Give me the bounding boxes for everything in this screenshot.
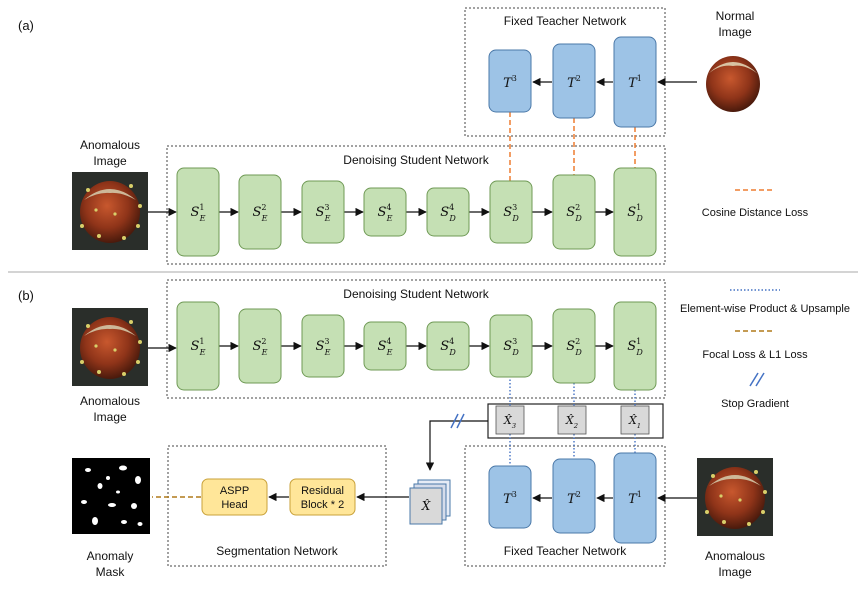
teacher-block-b-2: T2 bbox=[552, 458, 596, 534]
aspp-head-label: ASPP bbox=[220, 485, 249, 497]
teacher-network-box-b bbox=[464, 445, 666, 567]
residual-block-label: Residual bbox=[301, 485, 344, 497]
student-network-title-a: Denoising Student Network bbox=[343, 153, 489, 167]
xhat-block-1: X̂3 bbox=[495, 405, 525, 435]
teacher-block-b-3: T1 bbox=[613, 452, 657, 544]
teacher-network-title-a: Fixed Teacher Network bbox=[504, 14, 627, 28]
block-symbol: T2 bbox=[567, 490, 581, 507]
panel-a-label: (a) bbox=[18, 18, 34, 33]
teacher-block-a-3: T1 bbox=[613, 36, 657, 128]
anomalous-image-a bbox=[72, 172, 148, 250]
xhat-to-stack-arrow bbox=[425, 420, 488, 471]
block-symbol: T1 bbox=[628, 490, 642, 507]
legend-cosine-text: Cosine Distance Loss bbox=[702, 207, 809, 219]
anomalous-image-label-b-right-2: Image bbox=[718, 565, 752, 579]
panel-b-label: (b) bbox=[18, 288, 34, 303]
segmentation-network-box bbox=[167, 445, 387, 567]
xhat-block-2: X̂2 bbox=[557, 405, 587, 435]
anomalous-image-label-a: Anomalous bbox=[80, 138, 140, 152]
teacher-block-a-1: T3 bbox=[488, 49, 532, 113]
legend-stop-text: Stop Gradient bbox=[721, 398, 789, 410]
anomalous-image-label-b-left: Anomalous bbox=[80, 394, 140, 408]
teacher-block-b-1: T3 bbox=[488, 465, 532, 529]
normal-image-label-a: Normal bbox=[716, 9, 755, 23]
block-symbol: X̂1 bbox=[628, 414, 641, 430]
block-symbol: X̂2 bbox=[565, 414, 578, 430]
anomalous-image-label-b-left-2: Image bbox=[93, 410, 127, 424]
stop-gradient-icon bbox=[450, 413, 465, 429]
residual-block-label-2: Block * 2 bbox=[301, 499, 344, 511]
teacher-block-a-2: T2 bbox=[552, 43, 596, 119]
anomaly-mask-image bbox=[72, 458, 150, 534]
student-network-box-a bbox=[166, 145, 666, 265]
block-symbol: T3 bbox=[503, 490, 517, 507]
block-symbol: T1 bbox=[628, 74, 642, 91]
student-network-title-b: Denoising Student Network bbox=[343, 287, 489, 301]
residual-block: Residual Block * 2 bbox=[289, 478, 356, 516]
block-symbol: X̂3 bbox=[503, 414, 516, 430]
anomalous-image-label-a-2: Image bbox=[93, 154, 127, 168]
block-symbol: T2 bbox=[567, 74, 581, 91]
teacher-network-box-a bbox=[464, 7, 666, 137]
normal-image bbox=[698, 42, 768, 118]
aspp-head-block: ASPP Head bbox=[201, 478, 268, 516]
normal-image-label-a-2: Image bbox=[718, 25, 752, 39]
connector-layer bbox=[148, 77, 697, 503]
xhat-stack-label: X̂ bbox=[421, 498, 431, 513]
student-network-box-b bbox=[166, 279, 666, 399]
anomalous-image-label-b-right: Anomalous bbox=[705, 549, 765, 563]
anomaly-mask-label-2: Mask bbox=[96, 565, 126, 579]
xhat-stack: X̂ bbox=[409, 479, 451, 525]
anomalous-image-b-right bbox=[697, 458, 773, 536]
anomaly-mask-label: Anomaly bbox=[87, 549, 134, 563]
teacher-network-title-b: Fixed Teacher Network bbox=[504, 544, 627, 558]
block-symbol: T3 bbox=[503, 74, 517, 91]
legend-product-text: Element-wise Product & Upsample bbox=[680, 303, 850, 315]
legend-stop-gradient-icon bbox=[749, 372, 765, 387]
legend-focal-text: Focal Loss & L1 Loss bbox=[702, 349, 808, 361]
xhat-block-3: X̂1 bbox=[620, 405, 650, 435]
anomalous-image-b-left bbox=[72, 308, 148, 386]
segmentation-network-title: Segmentation Network bbox=[216, 544, 338, 558]
aspp-head-label-2: Head bbox=[221, 499, 247, 511]
